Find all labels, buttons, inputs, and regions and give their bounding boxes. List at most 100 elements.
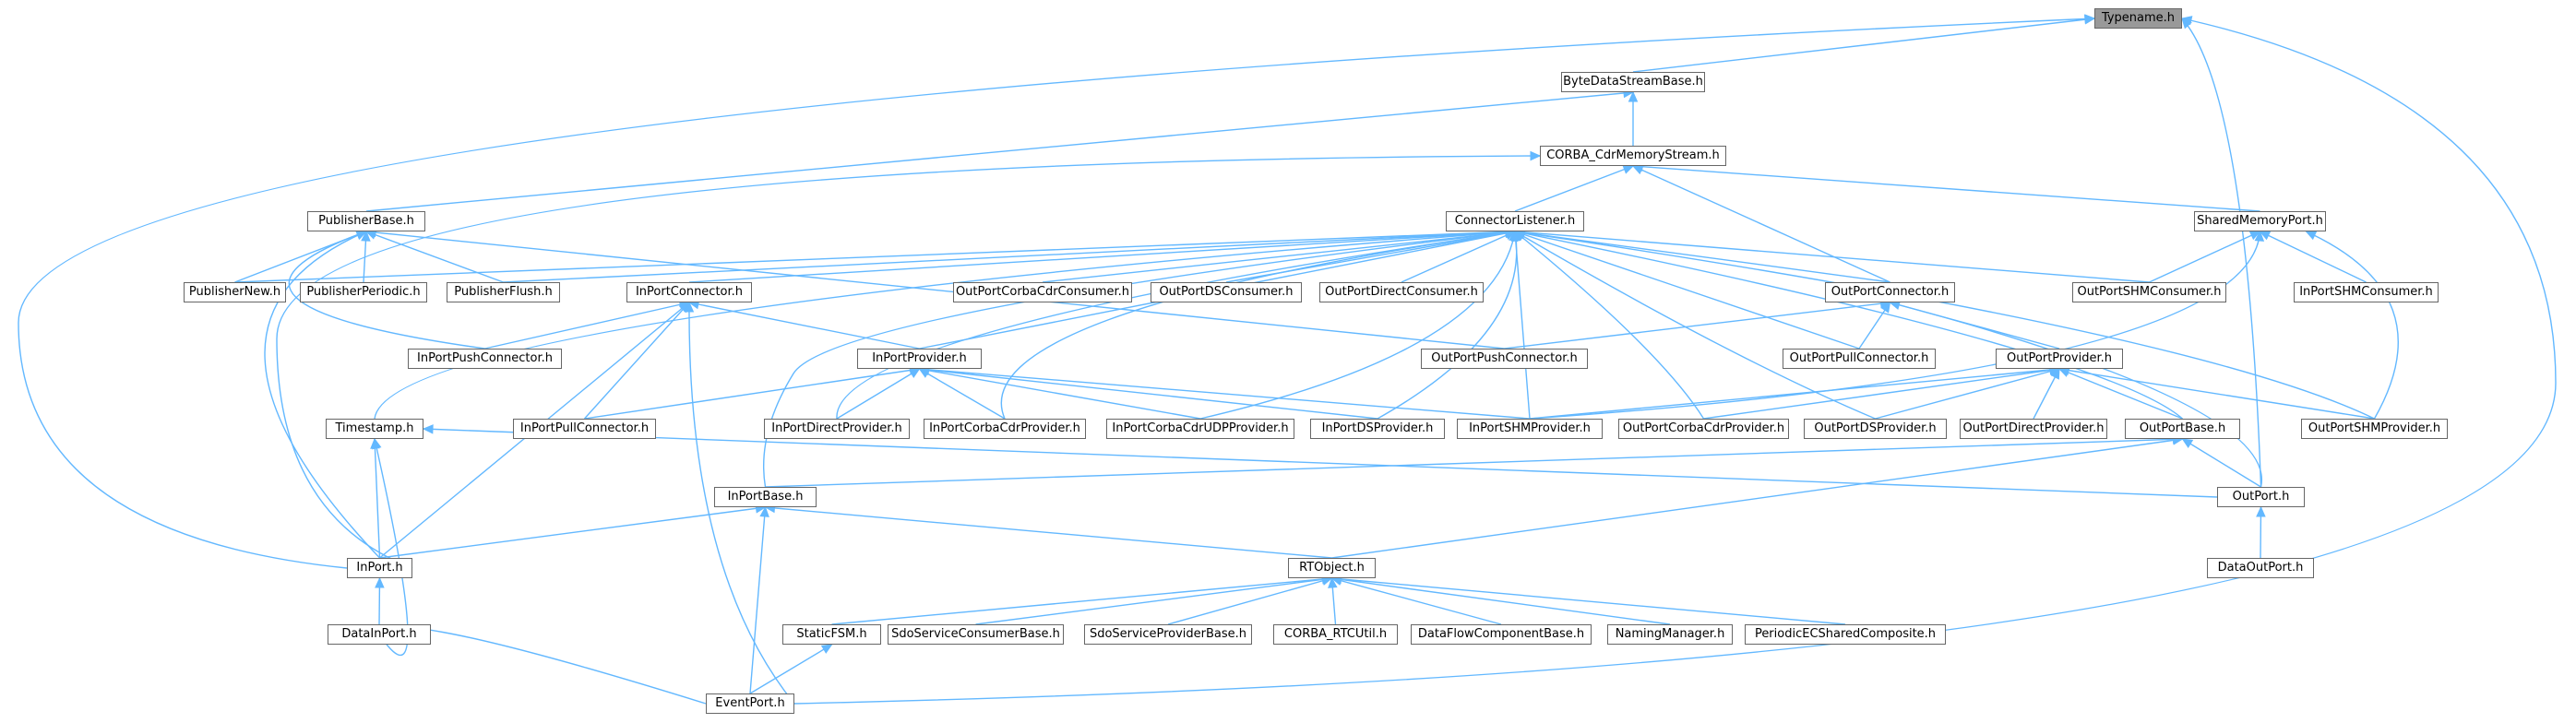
node-pubbase[interactable]: PublisherBase.h xyxy=(307,211,425,231)
node-pubflush[interactable]: PublisherFlush.h xyxy=(447,282,560,302)
node-incorbaprov[interactable]: InPortCorbaCdrProvider.h xyxy=(924,419,1086,439)
node-periodicec[interactable]: PeriodicECSharedComposite.h xyxy=(1745,624,1946,645)
node-outpushconn[interactable]: OutPortPushConnector.h xyxy=(1421,349,1588,369)
arrowhead-connlistener-to-cdrmem xyxy=(1622,164,1635,174)
edge-incorbaudp-to-inportprov xyxy=(919,368,1201,420)
node-inportprov[interactable]: InPortProvider.h xyxy=(857,349,982,369)
arrowhead-outshmcons-to-shmport xyxy=(2248,231,2261,241)
node-inpushconn[interactable]: InPortPushConnector.h xyxy=(408,349,562,369)
node-inportconn[interactable]: InPortConnector.h xyxy=(626,282,752,302)
arrowhead-outdirectprov-to-outportprov xyxy=(2050,367,2060,380)
node-indirectprov[interactable]: InPortDirectProvider.h xyxy=(764,419,910,439)
edge-outport-to-timestamp xyxy=(423,428,2218,498)
arrowhead-outport-to-timestamp xyxy=(422,424,434,434)
edge-rtobject-to-outportbase xyxy=(1331,438,2183,559)
arrowhead-inport-to-typename xyxy=(2084,14,2096,24)
edge-connlistener-to-cdrmem xyxy=(1514,165,1634,212)
node-outpullconn[interactable]: OutPortPullConnector.h xyxy=(1783,349,1936,369)
node-outshmprov[interactable]: OutPortSHMProvider.h xyxy=(2301,419,2448,439)
node-rtobject[interactable]: RTObject.h xyxy=(1288,558,1376,578)
arrowhead-corbartcutil-to-rtobject xyxy=(1328,576,1338,588)
node-inport[interactable]: InPort.h xyxy=(347,558,412,578)
node-dfcbase[interactable]: DataFlowComponentBase.h xyxy=(1411,624,1592,645)
arrowhead-datainport-to-inport xyxy=(375,576,385,588)
node-datainport[interactable]: DataInPort.h xyxy=(328,624,431,645)
edge-sdocons-to-rtobject xyxy=(975,577,1332,625)
node-sdocons[interactable]: SdoServiceConsumerBase.h xyxy=(888,624,1064,645)
edge-bytedata-to-typename xyxy=(1632,18,2095,73)
node-dataoutport[interactable]: DataOutPort.h xyxy=(2207,558,2314,578)
edge-pubbase-to-bytedata xyxy=(365,91,1634,212)
edge-inport-to-timestamp xyxy=(374,438,381,559)
edge-inshmprov-to-connlistener xyxy=(1514,231,1531,420)
edge-pubflush-to-pubbase xyxy=(365,231,504,283)
node-outportprov[interactable]: OutPortProvider.h xyxy=(1996,349,2123,369)
edge-outdirectcons-to-connlistener xyxy=(1401,231,1516,283)
edge-outportconn-to-cdrmem xyxy=(1632,165,1890,283)
node-sdoprov[interactable]: SdoServiceProviderBase.h xyxy=(1084,624,1252,645)
edge-incorbaudp-to-connlistener xyxy=(1199,231,1516,420)
edge-staticfsm-to-rtobject xyxy=(831,577,1332,625)
edge-inport-to-cdrmem xyxy=(276,155,1541,569)
edge-rtobject-to-inportbase xyxy=(765,506,1332,559)
node-outportconn[interactable]: OutPortConnector.h xyxy=(1825,282,1955,302)
node-outdsprov[interactable]: OutPortDSProvider.h xyxy=(1804,419,1947,439)
node-pubnew[interactable]: PublisherNew.h xyxy=(184,282,286,302)
edge-eventport-to-staticfsm xyxy=(749,644,832,694)
node-outportbase[interactable]: OutPortBase.h xyxy=(2125,419,2240,439)
edge-sdoprov-to-rtobject xyxy=(1167,577,1332,625)
edge-eventport-to-inportconn xyxy=(688,302,795,705)
arrowhead-pubperiodic-to-pubbase xyxy=(361,230,371,242)
node-namingmgr[interactable]: NamingManager.h xyxy=(1607,624,1733,645)
edge-pubnew-to-connlistener xyxy=(234,231,1516,283)
node-connlistener[interactable]: ConnectorListener.h xyxy=(1446,211,1584,231)
node-pubperiodic[interactable]: PublisherPeriodic.h xyxy=(300,282,427,302)
node-typename: Typename.h xyxy=(2094,8,2182,29)
node-inpullconn[interactable]: InPortPullConnector.h xyxy=(513,419,656,439)
node-inportbase[interactable]: InPortBase.h xyxy=(714,487,817,507)
edge-inshmprov-to-outportprov xyxy=(1529,368,2060,420)
node-timestamp[interactable]: Timestamp.h xyxy=(326,419,423,439)
node-incorbaudp[interactable]: InPortCorbaCdrUDPProvider.h xyxy=(1106,419,1294,439)
edge-namingmgr-to-rtobject xyxy=(1331,577,1671,625)
node-outdirectcons[interactable]: OutPortDirectConsumer.h xyxy=(1319,282,1484,302)
edge-outportconn-to-connlistener xyxy=(1514,231,1890,283)
edge-inportconn-to-connlistener xyxy=(688,231,1516,283)
arrowhead-indirectprov-to-inportprov xyxy=(908,368,921,378)
arrowhead-outport-to-outportbase xyxy=(2181,438,2194,448)
node-corbartcutil[interactable]: CORBA_RTCUtil.h xyxy=(1273,624,1398,645)
node-outshmcons[interactable]: OutPortSHMConsumer.h xyxy=(2072,282,2226,302)
edge-outcorbaprov-to-outportprov xyxy=(1703,368,2060,420)
edge-outport-to-typename xyxy=(2181,18,2262,488)
edge-dfcbase-to-rtobject xyxy=(1331,577,1502,625)
node-outcorbaprov[interactable]: OutPortCorbaCdrProvider.h xyxy=(1618,419,1789,439)
node-inshmprov[interactable]: InPortSHMProvider.h xyxy=(1457,419,1603,439)
node-outdirectprov[interactable]: OutPortDirectProvider.h xyxy=(1960,419,2107,439)
edge-outport-to-outportbase xyxy=(2182,438,2261,488)
edge-outshmcons-to-connlistener xyxy=(1514,231,2150,283)
node-cdrmem[interactable]: CORBA_CdrMemoryStream.h xyxy=(1540,146,1726,166)
edge-outdsprov-to-outportprov xyxy=(1875,368,2060,420)
edge-outcorbacons-to-connlistener xyxy=(1042,231,1516,283)
arrowhead-outshmprov-to-shmport xyxy=(2305,231,2318,241)
node-outcorbacons[interactable]: OutPortCorbaCdrConsumer.h xyxy=(953,282,1132,302)
edge-inpushconn-to-pubbase xyxy=(288,231,485,350)
edge-inpullconn-to-inportprov xyxy=(584,368,920,420)
arrowhead-outpullconn-to-outportconn xyxy=(1880,301,1891,314)
node-inshmcons[interactable]: InPortSHMConsumer.h xyxy=(2294,282,2439,302)
edge-indirectprov-to-connlistener xyxy=(836,231,1516,420)
edge-outcorbaprov-to-connlistener xyxy=(1514,231,1705,420)
node-indsprov[interactable]: InPortDSProvider.h xyxy=(1310,419,1445,439)
node-outdscons[interactable]: OutPortDSConsumer.h xyxy=(1151,282,1302,302)
node-bytedata[interactable]: ByteDataStreamBase.h xyxy=(1561,72,1705,92)
node-eventport[interactable]: EventPort.h xyxy=(706,693,794,714)
edge-outdsprov-to-connlistener xyxy=(1514,231,1876,420)
node-outport[interactable]: OutPort.h xyxy=(2217,487,2305,507)
node-staticfsm[interactable]: StaticFSM.h xyxy=(782,624,881,645)
edge-outshmprov-to-outportprov xyxy=(2058,368,2375,420)
node-shmport[interactable]: SharedMemoryPort.h xyxy=(2194,211,2326,231)
edge-eventport-to-timestamp xyxy=(374,438,707,705)
edge-outshmprov-to-connlistener xyxy=(1514,231,2375,420)
edge-shmport-to-cdrmem xyxy=(1632,165,2260,212)
